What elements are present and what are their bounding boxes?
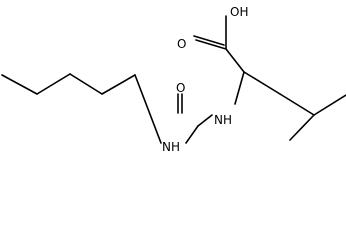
bond-ch-to-methyl-up bbox=[313, 94, 346, 116]
isobutyl-chain bbox=[243, 71, 346, 141]
bond-carbonyl-to-nh bbox=[197, 114, 213, 127]
urea-group bbox=[177, 93, 213, 144]
atom-label-carboxyl-o: O bbox=[177, 37, 186, 51]
bond-ch-to-methyl-down bbox=[289, 114, 315, 141]
atom-label-amide-nh: NH bbox=[214, 113, 232, 127]
atom-label-pentyl-nh: NH bbox=[162, 140, 180, 154]
atom-label-oh: OH bbox=[230, 5, 248, 19]
atom-label-urea-o: O bbox=[176, 81, 185, 95]
bond-carboxyl-to-o-b bbox=[193, 35, 225, 46]
bond-nh-to-carbonyl bbox=[185, 125, 199, 144]
pentyl-chain bbox=[1, 73, 162, 144]
bond-pentyl-4 bbox=[101, 74, 136, 95]
carboxylic-acid-group bbox=[193, 15, 245, 105]
bond-alpha-to-ch2 bbox=[243, 71, 281, 95]
bond-carboxyl-to-o-a bbox=[195, 39, 227, 50]
bond-nh-to-alpha bbox=[234, 71, 245, 105]
bond-pentyl-5 bbox=[134, 74, 162, 144]
bond-alpha-to-carboxyl bbox=[225, 48, 245, 73]
bond-pentyl-3 bbox=[69, 73, 103, 95]
bond-pentyl-1 bbox=[1, 74, 38, 95]
chemical-structure-diagram: OH O O NH NH bbox=[1, 5, 346, 154]
bond-pentyl-2 bbox=[36, 73, 71, 95]
bond-ch2-to-ch bbox=[279, 93, 315, 116]
